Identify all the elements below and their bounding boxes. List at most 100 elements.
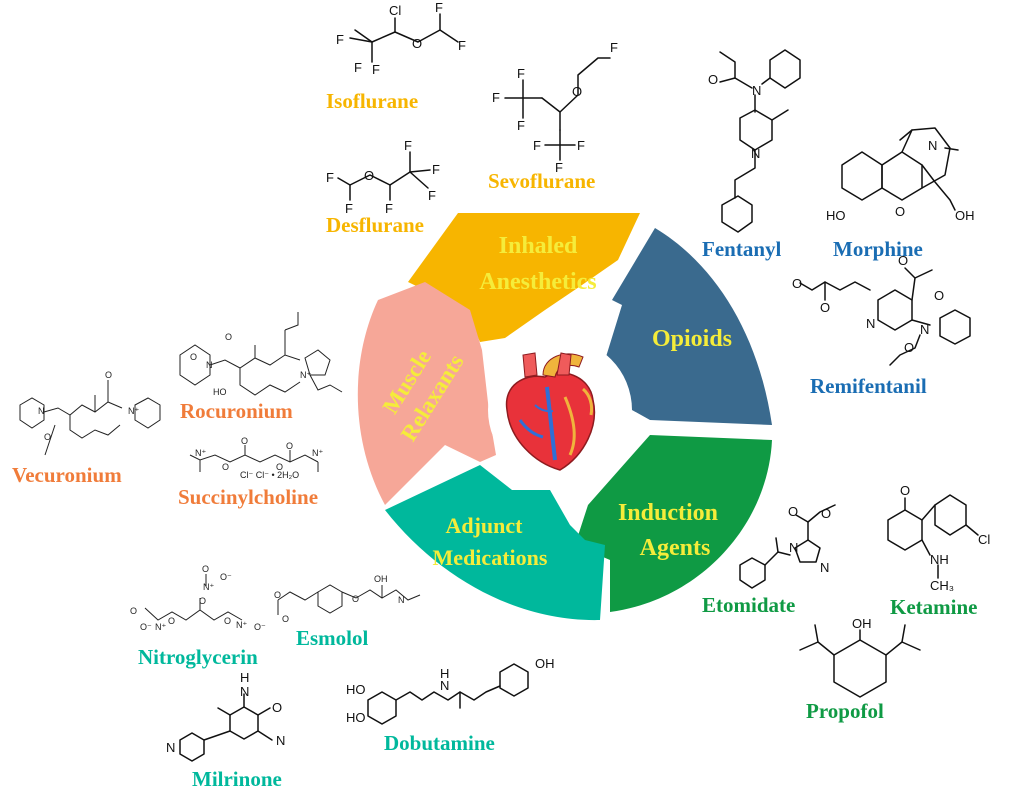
- atom: F: [492, 90, 500, 105]
- drug-label-vecuronium: Vecuronium: [12, 463, 122, 487]
- atom: N: [206, 360, 213, 370]
- atom: Cl: [389, 3, 401, 18]
- atom: O: [272, 700, 282, 715]
- drug-label-rocuronium: Rocuronium: [180, 399, 293, 423]
- rocuronium-structure: O N O HO N⁺: [179, 312, 343, 397]
- atom: OH: [535, 656, 555, 671]
- fentanyl-structure: O N N: [708, 49, 801, 233]
- drug-label-desflurane: Desflurane: [326, 213, 424, 237]
- sevoflurane-structure: F F F O F F F F: [492, 40, 618, 175]
- atom: O: [788, 504, 798, 519]
- atom: O: [44, 432, 51, 442]
- segment-label-induction-line2: Agents: [640, 535, 711, 561]
- atom: O: [286, 441, 293, 451]
- heart-icon: [505, 352, 596, 471]
- atom: N⁺: [300, 370, 311, 380]
- atom: F: [517, 118, 525, 133]
- atom: O: [821, 506, 831, 521]
- atom: O: [222, 462, 229, 472]
- atom: O: [895, 204, 905, 219]
- segment-muscle-relaxants: [357, 282, 496, 505]
- atom: N: [820, 560, 829, 575]
- atom: N: [920, 322, 929, 337]
- atom: O: [199, 596, 206, 606]
- atom: O: [820, 300, 830, 315]
- dobutamine-structure: HO HO H N OH: [346, 656, 555, 725]
- atom: F: [404, 138, 412, 153]
- atom: O: [241, 436, 248, 446]
- atom: O: [130, 606, 137, 616]
- segment-label-induction-line1: Induction: [618, 500, 718, 526]
- atom: F: [354, 60, 362, 75]
- drug-label-propofol: Propofol: [806, 699, 884, 723]
- drug-label-dobutamine: Dobutamine: [384, 731, 495, 755]
- atom: OH: [374, 574, 388, 584]
- etomidate-structure: O O N N: [739, 504, 836, 589]
- drug-label-milrinone: Milrinone: [192, 767, 282, 791]
- segment-label-adjunct-line2: Medications: [433, 545, 548, 570]
- atom: O: [792, 276, 802, 291]
- propofol-structure: OH: [799, 616, 921, 698]
- atom: O: [105, 370, 112, 380]
- atom: F: [326, 170, 334, 185]
- atom: N: [789, 540, 798, 555]
- atom: O: [225, 332, 232, 342]
- atom: N: [928, 138, 937, 153]
- atom: F: [345, 201, 353, 216]
- esmolol-structure: O O O OH N: [274, 574, 421, 624]
- atom: N: [276, 733, 285, 748]
- atom: O: [276, 462, 283, 472]
- atom: N: [240, 684, 249, 699]
- drug-label-isoflurane: Isoflurane: [326, 89, 418, 113]
- drug-label-succinylcholine: Succinylcholine: [178, 485, 318, 509]
- atom: F: [517, 66, 525, 81]
- atom: O: [224, 616, 231, 626]
- atom: N: [440, 678, 449, 693]
- succinylcholine-structure: N⁺ O O O O N⁺ Cl⁻ Cl⁻ • 2H₂O: [189, 436, 323, 480]
- atom: F: [458, 38, 466, 53]
- desflurane-structure: F F F O F F F: [326, 138, 440, 216]
- atom: F: [577, 138, 585, 153]
- atom: OH: [852, 616, 872, 631]
- milrinone-structure: H N O N N: [166, 670, 285, 762]
- atom: O: [352, 594, 359, 604]
- atom: F: [428, 188, 436, 203]
- segment-induction-agents: [575, 435, 772, 612]
- atom: O: [202, 564, 209, 574]
- atom: HO: [826, 208, 846, 223]
- atom: N⁺: [312, 448, 323, 458]
- morphine-structure: N HO O OH: [826, 127, 975, 223]
- atom: N⁺: [195, 448, 206, 458]
- atom: H: [240, 670, 249, 685]
- atom: HO: [213, 387, 227, 397]
- atom: N⁺: [236, 620, 247, 630]
- atom: O: [900, 483, 910, 498]
- atom: F: [336, 32, 344, 47]
- nitroglycerin-structure: O N⁺ O⁻ O O N⁺ O⁻ O N⁺ O⁻ O: [130, 564, 266, 632]
- segment-label-adjunct-line1: Adjunct: [445, 513, 523, 538]
- atom: Cl⁻ Cl⁻ • 2H₂O: [240, 470, 299, 480]
- drug-class-wheel: Inhaled Anesthetics Opioids Induction Ag…: [357, 213, 772, 621]
- atom: O: [190, 352, 197, 362]
- atom: O: [168, 616, 175, 626]
- segment-label-inhaled-line1: Inhaled: [499, 233, 578, 259]
- drug-label-etomidate: Etomidate: [702, 593, 795, 617]
- atom: N⁺: [128, 406, 139, 416]
- segment-label-adjunct: Adjunct Medications: [433, 513, 548, 570]
- segment-label-inhaled-line2: Anesthetics: [479, 269, 596, 295]
- atom: HO: [346, 682, 366, 697]
- segment-label-induction: Induction Agents: [618, 500, 718, 561]
- segment-adjunct-medications: [385, 465, 605, 621]
- atom: O: [274, 590, 281, 600]
- isoflurane-structure: Cl F F F O F F: [336, 0, 466, 77]
- remifentanil-structure: O O O O N N O: [792, 253, 971, 366]
- atom: O: [708, 72, 718, 87]
- segment-label-inhaled: Inhaled Anesthetics: [479, 233, 596, 295]
- atom: CH₃: [930, 578, 954, 593]
- atom: O⁻: [220, 572, 232, 582]
- atom: N: [166, 740, 175, 755]
- atom: O: [412, 36, 422, 51]
- drug-label-sevoflurane: Sevoflurane: [488, 169, 595, 193]
- atom: F: [610, 40, 618, 55]
- atom: N: [38, 406, 45, 416]
